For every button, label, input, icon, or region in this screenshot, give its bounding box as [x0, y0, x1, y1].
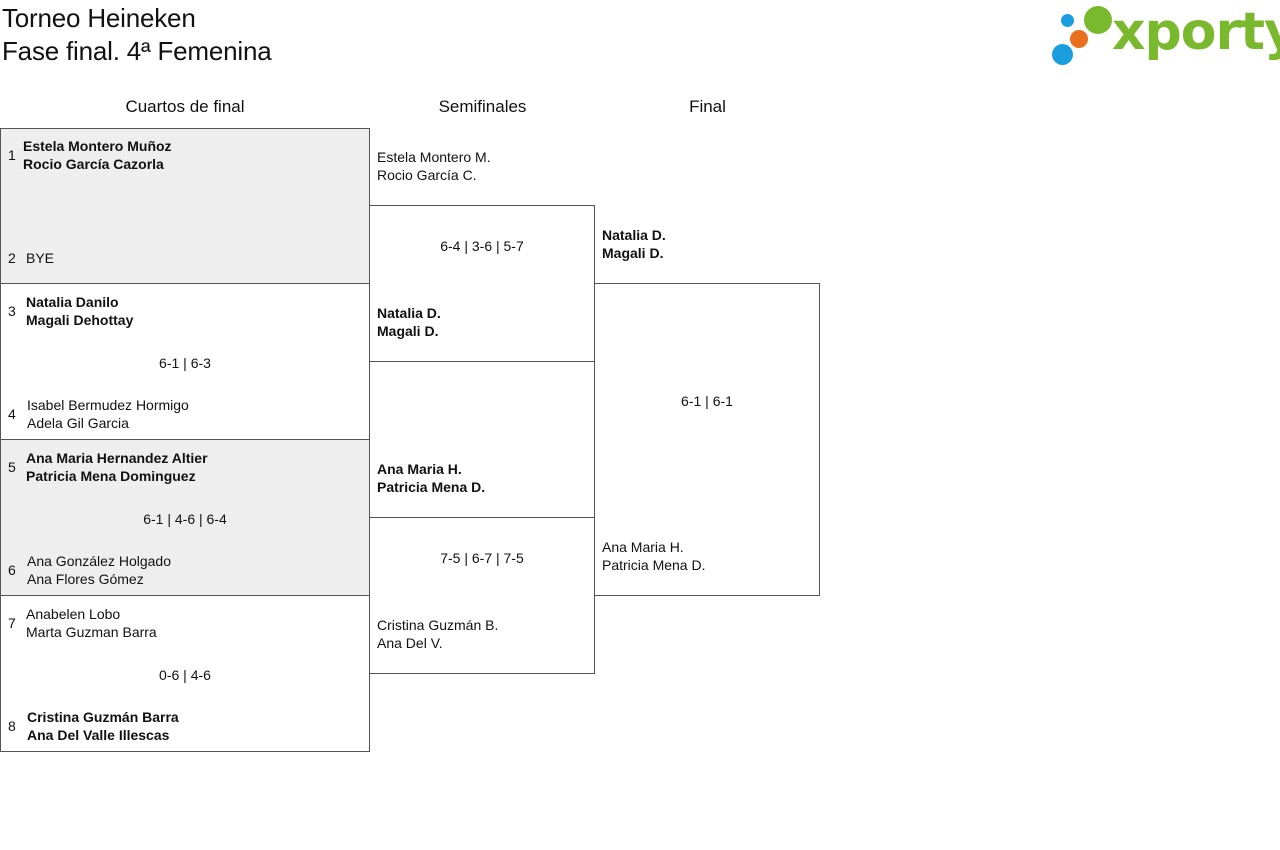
player-name: Patricia Mena Dominguez — [26, 468, 196, 484]
seed-number: 2 — [8, 250, 16, 266]
team-seed-4[interactable]: Isabel Bermudez Hormigo Adela Gil Garcia — [27, 396, 189, 432]
player-name: Ana Flores Gómez — [27, 571, 144, 587]
team-seed-3[interactable]: Natalia Danilo Magali Dehottay — [26, 293, 133, 329]
team-seed-7[interactable]: Anabelen Lobo Marta Guzman Barra — [26, 605, 157, 641]
final-team-bottom[interactable]: Ana Maria H. Patricia Mena D. — [602, 538, 705, 574]
player-name: Cristina Guzmán B. — [377, 617, 499, 633]
player-name: Cristina Guzmán Barra — [27, 709, 179, 725]
player-name: Ana Maria Hernandez Altier — [26, 450, 208, 466]
player-name: Rocio García Cazorla — [23, 156, 164, 172]
match-score: 6-1 | 6-3 — [159, 355, 211, 371]
match-score: 6-1 | 4-6 | 6-4 — [143, 511, 227, 527]
tournament-title: Torneo Heineken — [2, 3, 196, 33]
xporty-logo[interactable]: xporty — [1050, 2, 1280, 68]
player-name: Rocio García C. — [377, 167, 477, 183]
semifinal-1-team-top[interactable]: Estela Montero M. Rocio García C. — [377, 148, 491, 184]
team-seed-6[interactable]: Ana González Holgado Ana Flores Gómez — [27, 552, 171, 588]
seed-number: 3 — [8, 303, 16, 319]
final-match: 6-1 | 6-1 Ana Maria H. Patricia Mena D. — [594, 283, 820, 596]
logo-dot-blue-icon — [1052, 44, 1073, 65]
player-name: Isabel Bermudez Hormigo — [27, 397, 189, 413]
player-name: Patricia Mena D. — [602, 557, 706, 573]
player-name: Natalia Danilo — [26, 294, 119, 310]
logo-wordmark: xporty — [1112, 2, 1280, 62]
player-name: Estela Montero M. — [377, 149, 491, 165]
player-name: BYE — [26, 250, 55, 266]
player-name: Ana Maria H. — [602, 539, 684, 555]
match-score: 0-6 | 4-6 — [159, 667, 211, 683]
seed-number: 4 — [8, 406, 16, 422]
semifinal-2-team-bottom[interactable]: Cristina Guzmán B. Ana Del V. — [377, 616, 498, 652]
player-name: Marta Guzman Barra — [26, 624, 157, 640]
quarterfinal-match-3: 5 Ana Maria Hernandez Altier Patricia Me… — [0, 439, 370, 596]
quarterfinal-match-4: 7 Anabelen Lobo Marta Guzman Barra 0-6 |… — [0, 595, 370, 752]
final-team-top[interactable]: Natalia D. Magali D. — [602, 226, 666, 262]
player-name: Ana González Holgado — [27, 553, 171, 569]
quarterfinal-match-2: 3 Natalia Danilo Magali Dehottay 6-1 | 6… — [0, 283, 370, 440]
match-score: 6-1 | 6-1 — [681, 393, 733, 409]
player-name: Estela Montero Muñoz — [23, 138, 172, 154]
player-name: Ana Del V. — [377, 635, 443, 651]
semifinal-match-2: 7-5 | 6-7 | 7-5 Cristina Guzmán B. Ana D… — [369, 517, 595, 674]
round-header-final: Final — [689, 97, 726, 116]
semifinal-2-team-top[interactable]: Ana Maria H. Patricia Mena D. — [377, 460, 485, 496]
match-score: 6-4 | 3-6 | 5-7 — [440, 238, 524, 254]
team-seed-5[interactable]: Ana Maria Hernandez Altier Patricia Mena… — [26, 449, 208, 485]
logo-dot-orange-icon — [1070, 30, 1088, 48]
round-header-quarterfinals: Cuartos de final — [125, 97, 245, 116]
team-seed-1[interactable]: Estela Montero Muñoz Rocio García Cazorl… — [23, 137, 172, 173]
semifinal-1-team-bottom[interactable]: Natalia D. Magali D. — [377, 304, 441, 340]
seed-number: 6 — [8, 562, 16, 578]
logo-dot-blue-small-icon — [1061, 14, 1074, 27]
player-name: Magali Dehottay — [26, 312, 134, 328]
team-seed-8[interactable]: Cristina Guzmán Barra Ana Del Valle Ille… — [27, 708, 179, 744]
player-name: Ana Del Valle Illescas — [27, 727, 170, 743]
player-name: Magali D. — [377, 323, 439, 339]
team-seed-2[interactable]: BYE — [26, 249, 54, 267]
player-name: Magali D. — [602, 245, 664, 261]
logo-dot-green-icon — [1084, 6, 1112, 34]
player-name: Natalia D. — [377, 305, 441, 321]
player-name: Anabelen Lobo — [26, 606, 121, 622]
seed-number: 1 — [8, 147, 16, 163]
quarterfinal-match-1: 1 Estela Montero Muñoz Rocio García Cazo… — [0, 128, 370, 284]
player-name: Adela Gil Garcia — [27, 415, 129, 431]
round-header-semifinals: Semifinales — [438, 97, 527, 116]
seed-number: 7 — [8, 615, 16, 631]
seed-number: 8 — [8, 718, 16, 734]
match-score: 7-5 | 6-7 | 7-5 — [440, 550, 524, 566]
player-name: Ana Maria H. — [377, 461, 462, 477]
semifinal-match-1: 6-4 | 3-6 | 5-7 Natalia D. Magali D. — [369, 205, 595, 362]
phase-title: Fase final. 4ª Femenina — [2, 36, 272, 66]
seed-number: 5 — [8, 459, 16, 475]
player-name: Patricia Mena D. — [377, 479, 486, 495]
player-name: Natalia D. — [602, 227, 666, 243]
